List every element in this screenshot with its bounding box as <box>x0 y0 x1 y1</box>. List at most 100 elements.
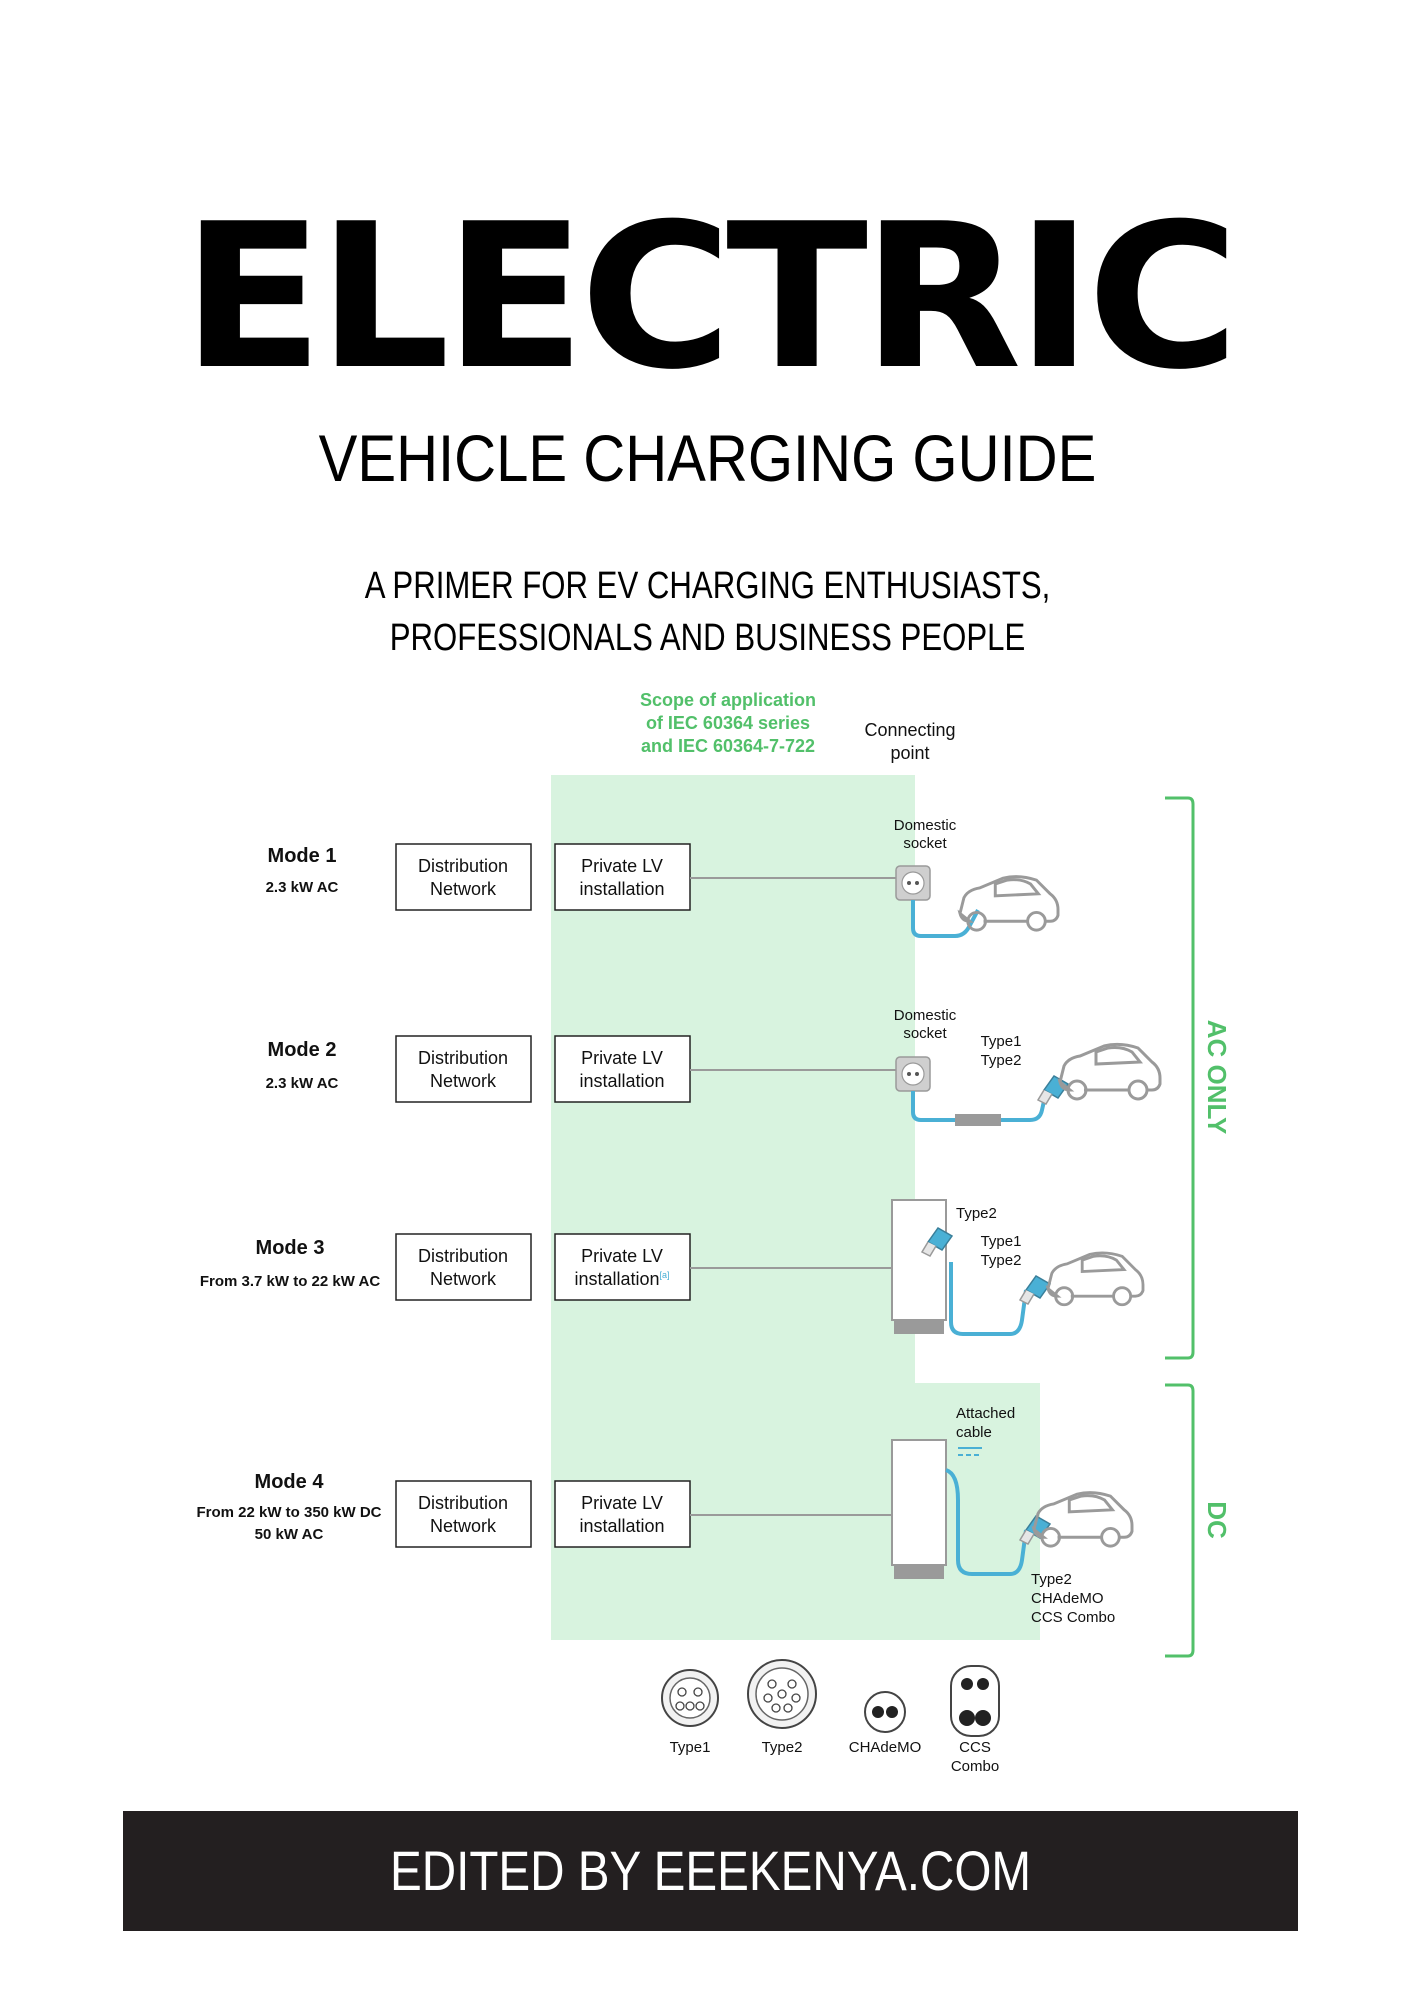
dc-bracket <box>1165 1383 1195 1658</box>
ac-only-bracket <box>1165 796 1195 1360</box>
connector-pin <box>886 1706 898 1718</box>
domestic-socket <box>895 1056 931 1092</box>
footer-banner: EDITED BY EEEKENYA.COM <box>123 1811 1298 1931</box>
connector-pin <box>777 1689 787 1699</box>
car-window <box>1094 1046 1144 1066</box>
mode-title: Mode 3 <box>256 1237 325 1259</box>
connector-label: Type1 <box>670 1739 711 1756</box>
mode-title: Mode 2 <box>268 1039 337 1061</box>
connector-pin <box>685 1701 695 1711</box>
socket-face <box>901 1062 925 1086</box>
private-lv-box <box>554 1480 691 1548</box>
connector-pin <box>693 1687 703 1697</box>
station-base <box>894 1565 944 1579</box>
connector-pin <box>771 1703 781 1713</box>
connector-pin <box>961 1678 973 1690</box>
plug-grip <box>1018 1529 1035 1545</box>
station-body <box>891 1439 947 1566</box>
private-lv-box <box>554 843 691 911</box>
type1-connector-icon <box>661 1669 719 1727</box>
in-cable-box <box>955 1114 1001 1126</box>
type2-connector-icon <box>747 1659 817 1729</box>
car-window <box>993 878 1042 898</box>
connector-pin <box>872 1706 884 1718</box>
car-wheel <box>1100 1526 1121 1548</box>
connector-pin <box>675 1701 685 1711</box>
station-body <box>891 1199 947 1321</box>
cover-primer: A PRIMER FOR EV CHARGING ENTHUSIASTS, PR… <box>364 565 1051 659</box>
dc-label: DC <box>1202 1501 1232 1539</box>
mode4-cable <box>945 1468 1028 1576</box>
type2-label: Type2 <box>956 1205 997 1222</box>
ccs-combo-connector-icon <box>950 1665 1000 1737</box>
mode2-car-icon <box>1057 1042 1162 1101</box>
mode-title: Mode 1 <box>268 845 337 867</box>
socket-face <box>901 871 925 895</box>
car-wheel <box>1040 1526 1061 1548</box>
plug-icon <box>920 1227 954 1257</box>
domestic-socket <box>895 865 931 901</box>
car-wheel <box>1066 1079 1088 1101</box>
charging-station-icon <box>891 1199 947 1334</box>
plug-icon <box>1018 1275 1052 1305</box>
mode-power: 2.3 kW AC <box>266 1075 339 1092</box>
plug-grip <box>920 1241 937 1257</box>
connector-pin <box>763 1693 773 1703</box>
connector-outline <box>950 1665 1000 1737</box>
mode3-cable <box>949 1262 1028 1336</box>
private-lv-box <box>554 1035 691 1103</box>
socket-pin <box>915 881 919 885</box>
distribution-network-box <box>395 1233 532 1301</box>
mode-power: From 3.7 kW to 22 kW AC <box>200 1273 380 1290</box>
private-lv-box <box>554 1233 691 1301</box>
cover-title: ELECTRIC <box>181 181 1240 414</box>
mode-power: 2.3 kW AC <box>266 879 339 896</box>
car-window <box>1067 1494 1116 1514</box>
mode2-cable <box>911 1091 955 1122</box>
plug-icon <box>1036 1075 1070 1105</box>
car-wheel <box>966 910 987 932</box>
plug-head <box>926 1227 954 1251</box>
socket-pin <box>915 1072 919 1076</box>
plug-icon <box>1018 1515 1052 1545</box>
mode1-car-icon <box>957 875 1060 932</box>
car-wheel <box>1054 1286 1075 1307</box>
footer-text: EDITED BY EEEKENYA.COM <box>389 1839 1032 1902</box>
distribution-network-box <box>395 843 532 911</box>
distribution-network-box <box>395 1035 532 1103</box>
connector-pin <box>767 1679 777 1689</box>
connector-pin <box>677 1687 687 1697</box>
connector-face <box>669 1677 711 1719</box>
connector-pin <box>695 1701 705 1711</box>
connector-pin <box>959 1710 975 1726</box>
socket-pin <box>907 881 911 885</box>
connector-pin <box>783 1703 793 1713</box>
mode1-cable <box>911 900 980 938</box>
plug-head <box>1042 1075 1070 1099</box>
car-wheel <box>1026 910 1047 932</box>
scope-area <box>551 775 1040 1640</box>
car-window <box>1080 1254 1127 1273</box>
connector-label: CHAdeMO <box>849 1739 922 1756</box>
connector-pin <box>791 1693 801 1703</box>
car-wheel <box>1112 1286 1133 1307</box>
car-wheel <box>1127 1079 1149 1101</box>
scope-shaded-region <box>551 775 1040 1640</box>
